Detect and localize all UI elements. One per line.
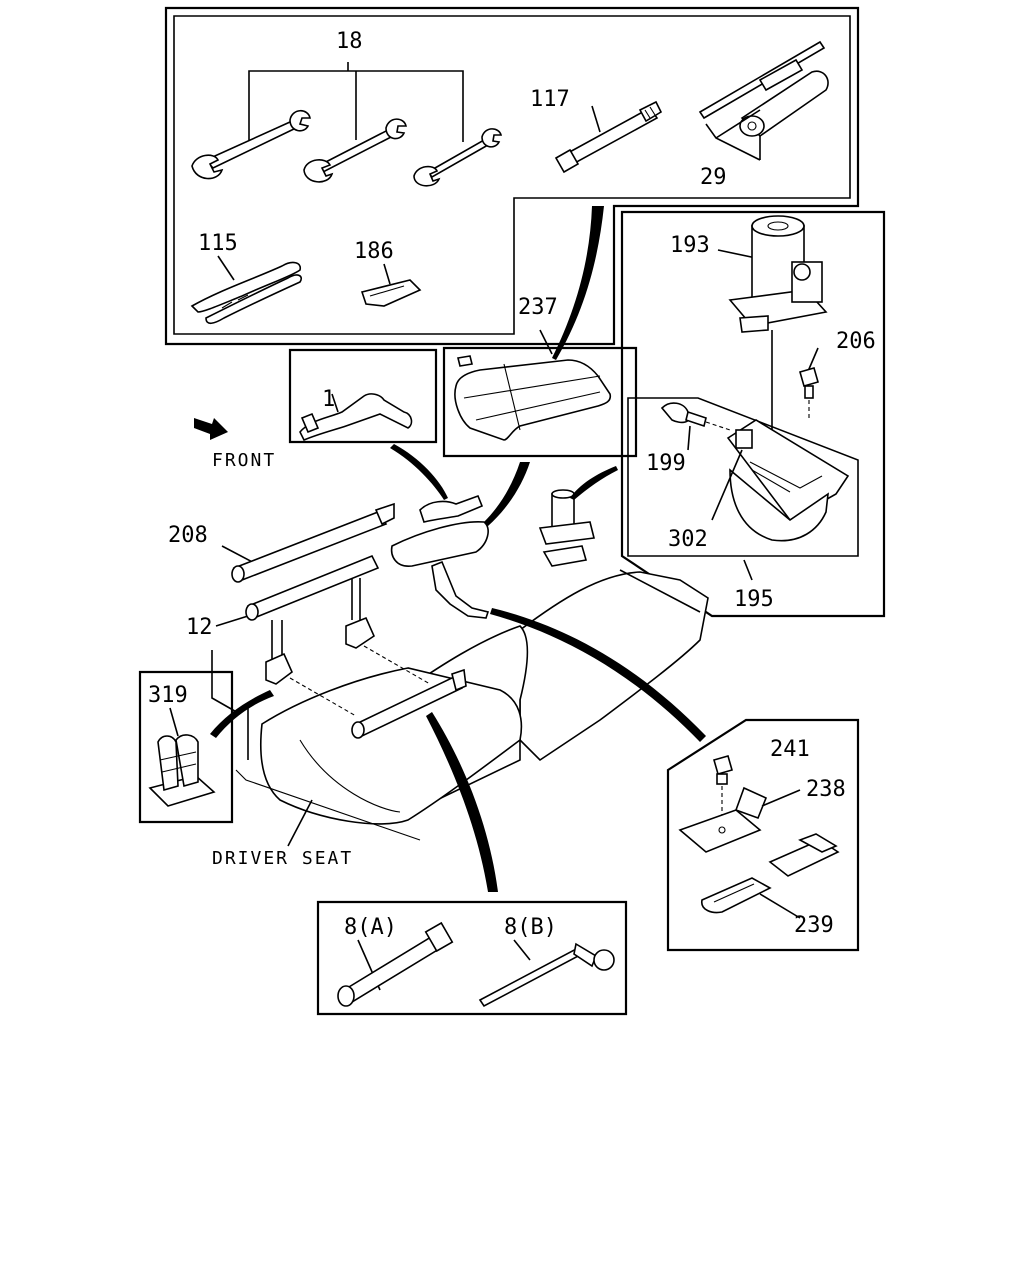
socket-extension-part-117 [554,100,663,174]
label-193: 193 [670,233,710,258]
label-1: 1 [322,387,335,412]
tool-bag-center [390,521,489,567]
leader-swooshes [210,206,706,892]
bracket-center [431,560,490,619]
part-labels: 18 117 29 115 186 237 193 206 1 199 302 … [148,29,876,940]
extension-bar [351,668,467,739]
pad-part-186 [360,263,422,307]
bolt-part-206 [799,347,819,418]
label-29: 29 [700,165,727,190]
driver-seat-label: DRIVER SEAT [212,848,353,869]
label-8b: 8(B) [504,915,557,940]
leader-195 [743,559,753,581]
tube-part-208 [221,502,395,583]
label-18: 18 [336,29,363,54]
label-206: 206 [836,329,876,354]
tube-part-12 [215,554,380,627]
label-8a: 8(A) [344,915,397,940]
driver-seat-leader [287,799,313,847]
crank-handle-part-1 [288,348,438,444]
wrench-box-8 [316,900,628,1016]
label-238: 238 [806,777,846,802]
wrench-set-part-18 [191,62,503,187]
label-117: 117 [530,87,570,112]
label-12: 12 [186,615,213,640]
tool-bag-part-237 [442,329,638,458]
label-115: 115 [198,231,238,256]
label-186: 186 [354,239,394,264]
label-319: 319 [148,683,188,708]
pliers-part-115 [190,255,303,325]
front-label: FRONT [212,450,276,471]
clip-box-319 [138,670,234,824]
label-302: 302 [668,527,708,552]
label-241: 241 [770,737,810,762]
label-237: 237 [518,295,558,320]
tool-kit-frame [164,6,860,346]
jack-box-frame [620,210,886,618]
clamp-brackets [265,578,431,717]
screwdriver-part-29 [698,40,829,161]
tray-part-302 [711,419,850,542]
label-208: 208 [168,523,208,548]
label-199: 199 [646,451,686,476]
jack-center [538,489,595,567]
label-195: 195 [734,587,774,612]
front-arrow-icon [194,418,228,440]
bracket-box [666,718,860,952]
jack-part-193 [717,215,828,460]
label-239: 239 [794,913,834,938]
crank-handle-center [419,494,484,523]
wing-bolt-part-199 [660,402,731,451]
